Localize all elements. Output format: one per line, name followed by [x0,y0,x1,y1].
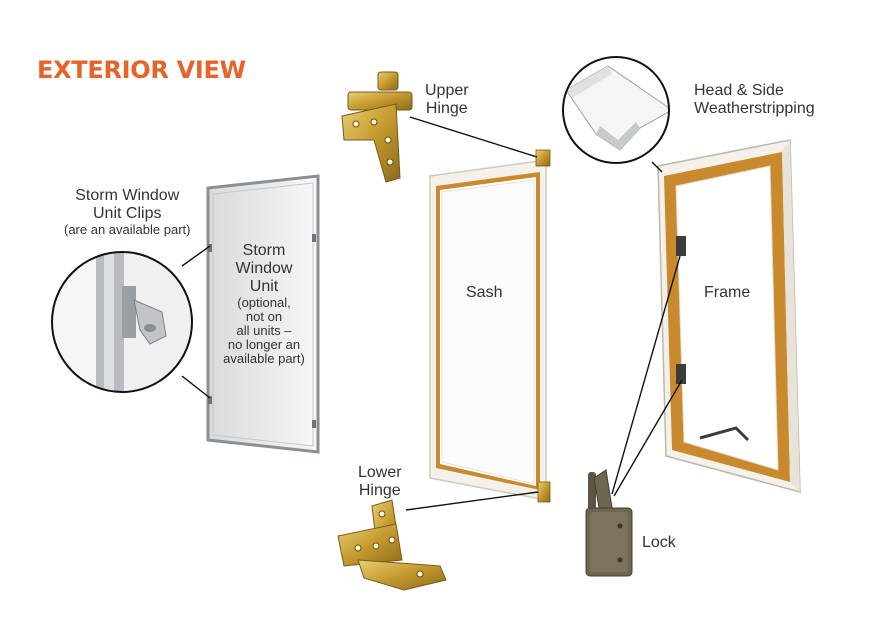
sash [429,159,547,501]
lower-hinge-part [337,499,447,591]
storm-window-unit [206,174,320,454]
frame-label: Frame [704,284,751,301]
weatherstripping-label: Head & Side Weatherstripping [694,82,815,117]
upper-hinge-label: Upper Hinge [425,82,469,117]
upper-hinge-part [341,71,413,183]
storm-clip-zoom-circle [51,251,193,393]
page-title: EXTERIOR VIEW [37,56,246,84]
window-frame [657,139,801,493]
sash-lower-hinge-mount [537,481,551,503]
storm-clips-label: Storm Window Unit Clips (are an availabl… [64,187,191,237]
lock-part [585,469,633,577]
storm-clip-leaders [181,245,211,399]
sash-upper-hinge-mount [535,149,551,167]
storm-unit-label: Storm Window Unit (optional, not on all … [223,242,305,366]
leader-lines [405,116,683,511]
lock-label: Lock [642,534,676,551]
sash-label: Sash [466,284,503,301]
weatherstripping-zoom-circle [562,56,670,164]
lower-hinge-label: Lower Hinge [358,464,402,499]
